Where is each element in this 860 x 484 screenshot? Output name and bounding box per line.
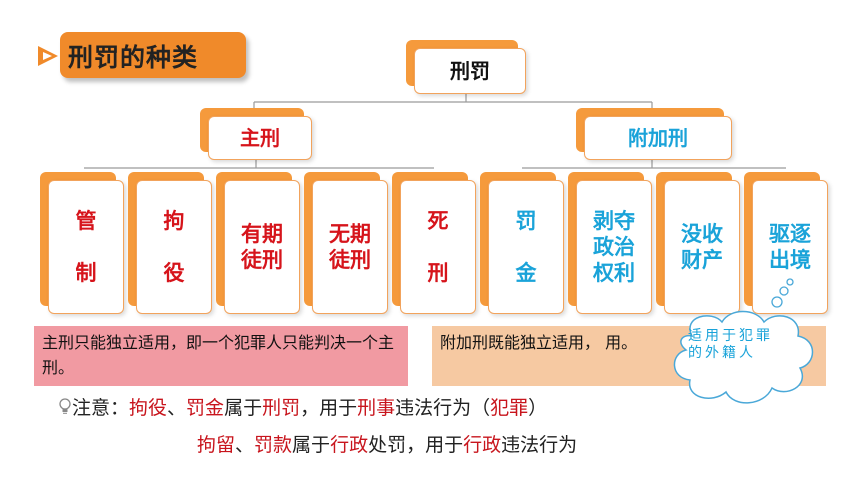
node-root: 刑罚	[406, 40, 526, 94]
node-additional-item: 没收 财产	[656, 172, 740, 314]
node-main-penalty-label: 主刑	[240, 125, 280, 150]
page-title: 刑罚的种类	[68, 43, 199, 72]
text-segment: 、	[167, 397, 187, 419]
term-fine: 罚金	[186, 397, 225, 419]
node-additional-item-label: 驱逐 出境	[769, 221, 811, 272]
attention-prefix: 注意：	[72, 397, 130, 419]
node-main-item-label: 死 刑	[427, 208, 449, 286]
text-segment: 属于	[292, 434, 331, 456]
term-administrative: 行政	[463, 434, 502, 456]
node-additional-penalty: 附加刑	[576, 108, 732, 160]
text-segment: 违法行为	[501, 434, 578, 456]
text-segment: 处罚，用于	[368, 434, 464, 456]
node-main-item: 拘 役	[128, 172, 212, 314]
node-root-label: 刑罚	[450, 58, 490, 83]
cloud-callout-text: 适用于犯罪的外籍人	[688, 328, 773, 361]
node-main-item: 死 刑	[392, 172, 476, 314]
text-segment: 违法行为（	[395, 397, 491, 419]
node-additional-item-label: 罚 金	[515, 208, 537, 286]
attention-line-2: 拘留、罚款属于行政处罚，用于行政违法行为	[197, 430, 577, 457]
term-administrative-fine: 罚款	[254, 434, 293, 456]
node-main-item-label: 拘 役	[163, 208, 185, 286]
term-criminal: 刑事	[357, 397, 396, 419]
text-segment: 、	[235, 434, 255, 456]
title-badge	[60, 32, 246, 78]
text-segment: ）	[528, 397, 548, 419]
play-arrow-icon	[38, 46, 58, 66]
term-administrative: 行政	[330, 434, 369, 456]
node-main-item-label: 无期 徒刑	[329, 221, 371, 272]
attention-line-1: 注意：拘役、罚金属于刑罚，用于刑事违法行为（犯罪）	[72, 393, 547, 420]
node-additional-item: 罚 金	[480, 172, 564, 314]
node-main-item: 管 制	[40, 172, 124, 314]
node-main-item-label: 有期 徒刑	[241, 221, 283, 272]
term-crime: 犯罪	[490, 397, 529, 419]
node-main-item-label: 管 制	[75, 208, 97, 286]
node-main-item: 有期 徒刑	[216, 172, 300, 314]
term-penalty: 刑罚	[262, 397, 301, 419]
node-additional-item: 剥夺 政治 权利	[568, 172, 652, 314]
node-additional-item: 驱逐 出境	[744, 172, 828, 314]
lightbulb-icon	[59, 398, 71, 414]
text-segment: 属于	[224, 397, 263, 419]
term-detention: 拘役	[129, 397, 168, 419]
node-main-penalty: 主刑	[200, 108, 312, 160]
note-main-penalty: 主刑只能独立适用，即一个犯罪人只能判决一个主刑。	[34, 326, 408, 386]
node-additional-penalty-label: 附加刑	[628, 125, 688, 150]
text-segment: ，用于	[300, 397, 358, 419]
node-main-item: 无期 徒刑	[304, 172, 388, 314]
cloud-callout-icon	[673, 310, 814, 404]
node-additional-item-label: 没收 财产	[681, 221, 723, 272]
term-administrative-detention: 拘留	[197, 434, 236, 456]
node-additional-item-label: 剥夺 政治 权利	[593, 208, 635, 286]
cloud-tail-icon	[771, 278, 794, 308]
